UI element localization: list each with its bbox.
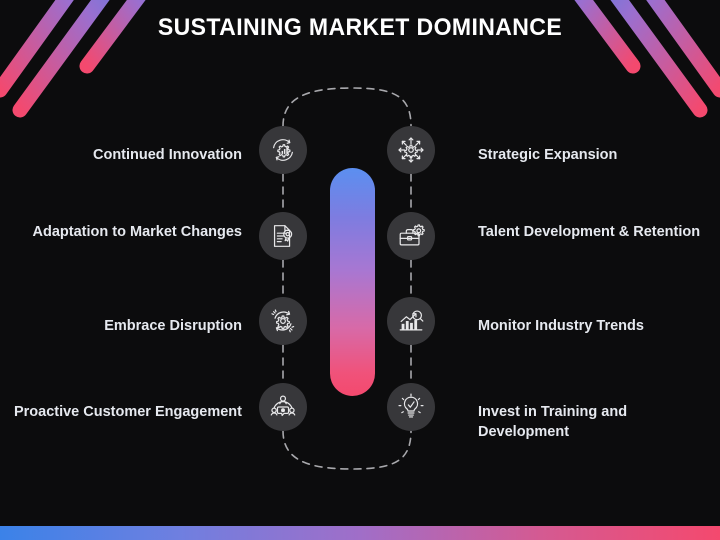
icon-circle-strategic-expansion[interactable] bbox=[387, 126, 435, 174]
briefcase-gear-icon bbox=[399, 224, 425, 246]
top-arc bbox=[282, 87, 412, 127]
slide-title: SUSTAINING MARKET DOMINANCE bbox=[157, 14, 563, 41]
gear-expand-arrows-icon bbox=[398, 137, 424, 163]
icon-circle-talent-development-retention[interactable] bbox=[387, 212, 435, 260]
gear-refresh-icon bbox=[271, 309, 295, 333]
icon-circle-embrace-disruption[interactable] bbox=[259, 297, 307, 345]
icon-circle-proactive-customer-engagement[interactable] bbox=[259, 383, 307, 431]
label-adaptation-to-market-changes: Adaptation to Market Changes bbox=[32, 224, 242, 240]
customer-engagement-icon bbox=[270, 395, 296, 417]
center-gradient-pill bbox=[330, 168, 375, 396]
label-monitor-industry-trends: Monitor Industry Trends bbox=[478, 318, 644, 334]
label-continued-innovation: Continued Innovation bbox=[92, 147, 242, 163]
label-strategic-expansion: Strategic Expansion bbox=[478, 147, 618, 163]
label-embrace-disruption: Embrace Disruption bbox=[104, 318, 242, 334]
icon-circle-continued-innovation[interactable] bbox=[259, 126, 307, 174]
label-proactive-customer-engagement: Proactive Customer Engagement bbox=[13, 404, 242, 420]
lightbulb-check-icon bbox=[398, 393, 424, 418]
icon-circle-monitor-industry-trends[interactable] bbox=[387, 297, 435, 345]
label-invest-in-training-and-development: Invest in Training and Development bbox=[478, 404, 628, 440]
document-report-icon bbox=[273, 225, 293, 247]
icon-circle-invest-in-training-and-development[interactable] bbox=[387, 383, 435, 431]
bar-chart-magnifier-icon bbox=[399, 310, 424, 331]
icon-circle-adaptation-to-market-changes[interactable] bbox=[259, 212, 307, 260]
bottom-gradient-bar bbox=[0, 526, 720, 540]
bottom-arc bbox=[282, 430, 412, 470]
innovation-gear-chart-icon bbox=[273, 139, 293, 161]
label-talent-development-retention: Talent Development & Retention bbox=[478, 224, 701, 240]
